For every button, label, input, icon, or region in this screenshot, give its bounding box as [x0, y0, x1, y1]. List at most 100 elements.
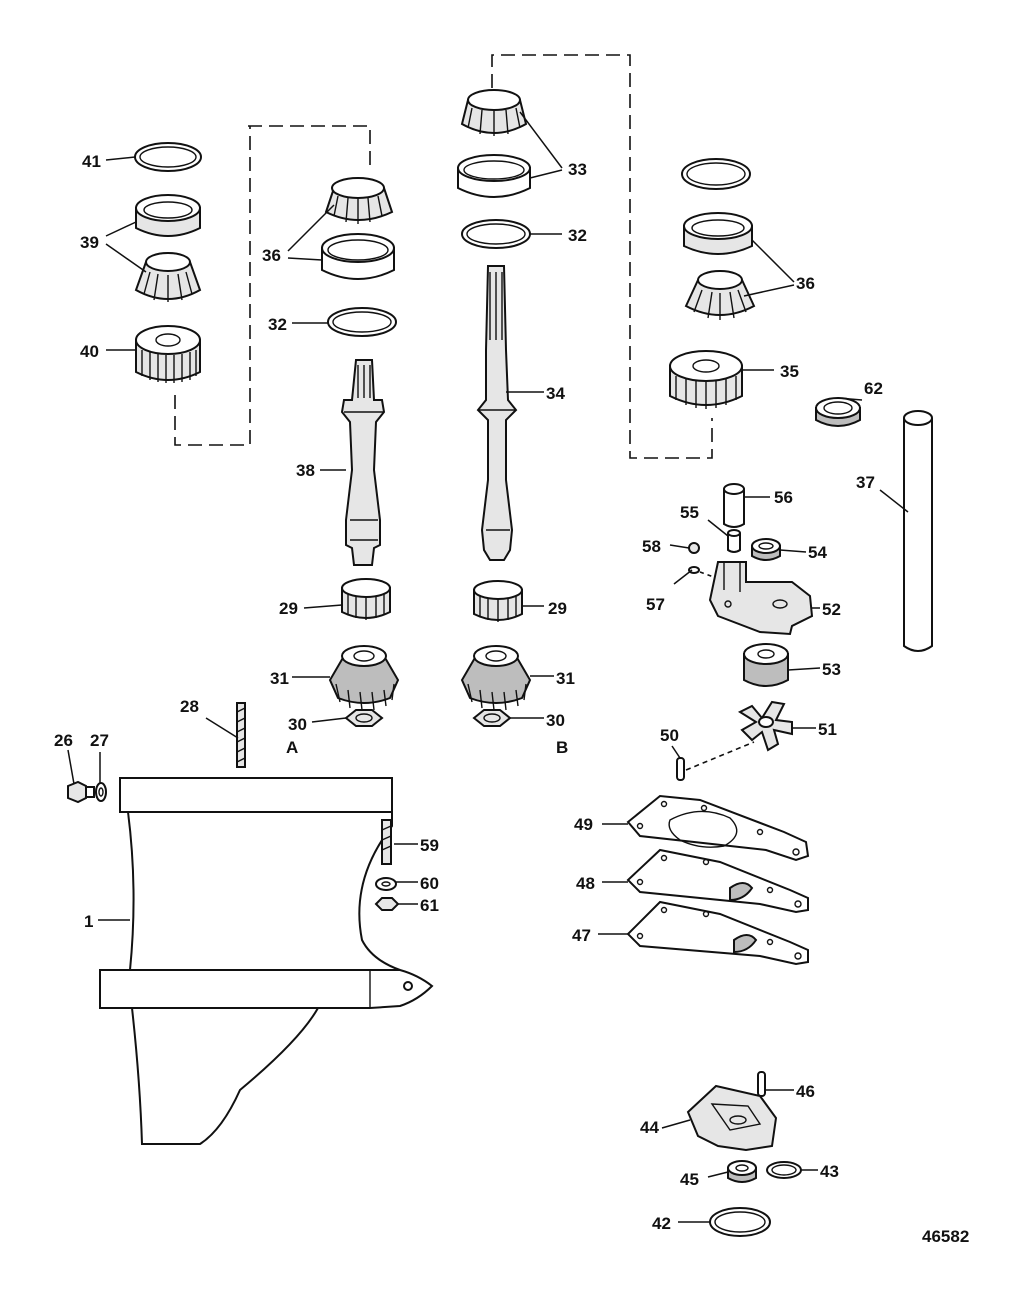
label-30-left: 30 — [288, 715, 307, 734]
label-51: 51 — [818, 720, 837, 739]
ring-32-left — [327, 307, 397, 337]
seal-62 — [815, 397, 861, 427]
key-50 — [676, 757, 685, 781]
plate-48 — [626, 848, 809, 914]
label-variant-a: A — [286, 738, 298, 757]
callout-labels: 41 39 40 36 32 38 29 31 30 A 28 26 27 1 … — [54, 152, 969, 1246]
label-34: 34 — [546, 384, 565, 403]
seal-45 — [727, 1160, 757, 1183]
label-31-right: 31 — [556, 669, 575, 688]
drawing-number: 46582 — [922, 1227, 969, 1246]
label-56: 56 — [774, 488, 793, 507]
gasket-49 — [626, 794, 810, 862]
carrier-44 — [686, 1084, 778, 1152]
label-33: 33 — [568, 160, 587, 179]
pinion-gear-31-right — [460, 645, 532, 711]
ring-42 — [709, 1207, 771, 1237]
label-45: 45 — [680, 1170, 699, 1189]
label-60: 60 — [420, 874, 439, 893]
label-29-left: 29 — [279, 599, 298, 618]
label-58: 58 — [642, 537, 661, 556]
bearing-cone-39 — [134, 252, 202, 302]
label-55: 55 — [680, 503, 699, 522]
screw-26 — [67, 780, 95, 804]
label-47: 47 — [572, 926, 591, 945]
label-26: 26 — [54, 731, 73, 750]
label-46: 46 — [796, 1082, 815, 1101]
insert-56 — [723, 483, 745, 528]
washer-27 — [95, 782, 107, 802]
nut-61 — [374, 897, 400, 911]
impeller-51 — [737, 700, 793, 752]
pump-housing-52 — [708, 561, 814, 636]
bearing-cup-36-left — [321, 233, 395, 280]
needle-bearing-29-right — [473, 580, 523, 622]
label-29-right: 29 — [548, 599, 567, 618]
label-31-left: 31 — [270, 669, 289, 688]
pinion-gear-31-left — [328, 645, 400, 711]
label-44: 44 — [640, 1118, 659, 1137]
label-37: 37 — [856, 473, 875, 492]
label-35: 35 — [780, 362, 799, 381]
label-42: 42 — [652, 1214, 671, 1233]
bearing-cone-36-left — [324, 177, 394, 224]
label-1: 1 — [84, 912, 93, 931]
ring-32-center — [461, 219, 531, 249]
drive-shaft-34 — [476, 265, 518, 561]
ring-41 — [134, 142, 202, 172]
label-50: 50 — [660, 726, 679, 745]
label-54: 54 — [808, 543, 827, 562]
bearing-cone-33 — [460, 89, 528, 136]
pin-46 — [757, 1071, 766, 1097]
sleeve-55 — [727, 529, 741, 553]
label-41: 41 — [82, 152, 101, 171]
label-39: 39 — [80, 233, 99, 252]
label-43: 43 — [820, 1162, 839, 1181]
stud-59 — [381, 819, 392, 865]
label-48: 48 — [576, 874, 595, 893]
bearing-cup-39 — [135, 194, 201, 237]
dashed-group-line-left — [174, 125, 371, 446]
label-27: 27 — [90, 731, 109, 750]
label-61: 61 — [420, 896, 439, 915]
washer-60 — [375, 877, 397, 891]
face-plate-53 — [743, 643, 789, 687]
label-57: 57 — [646, 595, 665, 614]
label-32-left: 32 — [268, 315, 287, 334]
nut-30-right — [472, 709, 512, 727]
label-59: 59 — [420, 836, 439, 855]
gear-35 — [669, 350, 743, 409]
label-38: 38 — [296, 461, 315, 480]
label-30-right: 30 — [546, 711, 565, 730]
bearing-cone-36-right — [684, 270, 756, 320]
bearing-cup-36-right — [683, 212, 753, 255]
nut-58 — [688, 542, 700, 554]
stud-28 — [236, 702, 246, 768]
label-28: 28 — [180, 697, 199, 716]
gear-40 — [135, 325, 201, 383]
label-32-center: 32 — [568, 226, 587, 245]
pinion-shaft-38 — [340, 359, 386, 566]
label-52: 52 — [822, 600, 841, 619]
label-40: 40 — [80, 342, 99, 361]
gasket-47 — [626, 900, 809, 966]
dashed-group-line-center — [491, 54, 713, 459]
label-49: 49 — [574, 815, 593, 834]
assembly-line-50 — [685, 741, 755, 771]
nut-30-left — [344, 709, 384, 727]
ring-right-top — [681, 158, 751, 190]
leader-lines — [67, 111, 909, 1223]
washer-57 — [688, 566, 700, 574]
label-36-right: 36 — [796, 274, 815, 293]
label-62: 62 — [864, 379, 883, 398]
label-53: 53 — [822, 660, 841, 679]
label-variant-b: B — [556, 738, 568, 757]
label-36-left: 36 — [262, 246, 281, 265]
seal-54 — [751, 538, 781, 561]
bearing-cup-33 — [457, 154, 531, 198]
gearcase-housing-1 — [99, 777, 434, 1145]
water-tube-37 — [903, 410, 933, 652]
needle-bearing-29-left — [341, 578, 391, 620]
o-ring-43 — [766, 1161, 802, 1179]
